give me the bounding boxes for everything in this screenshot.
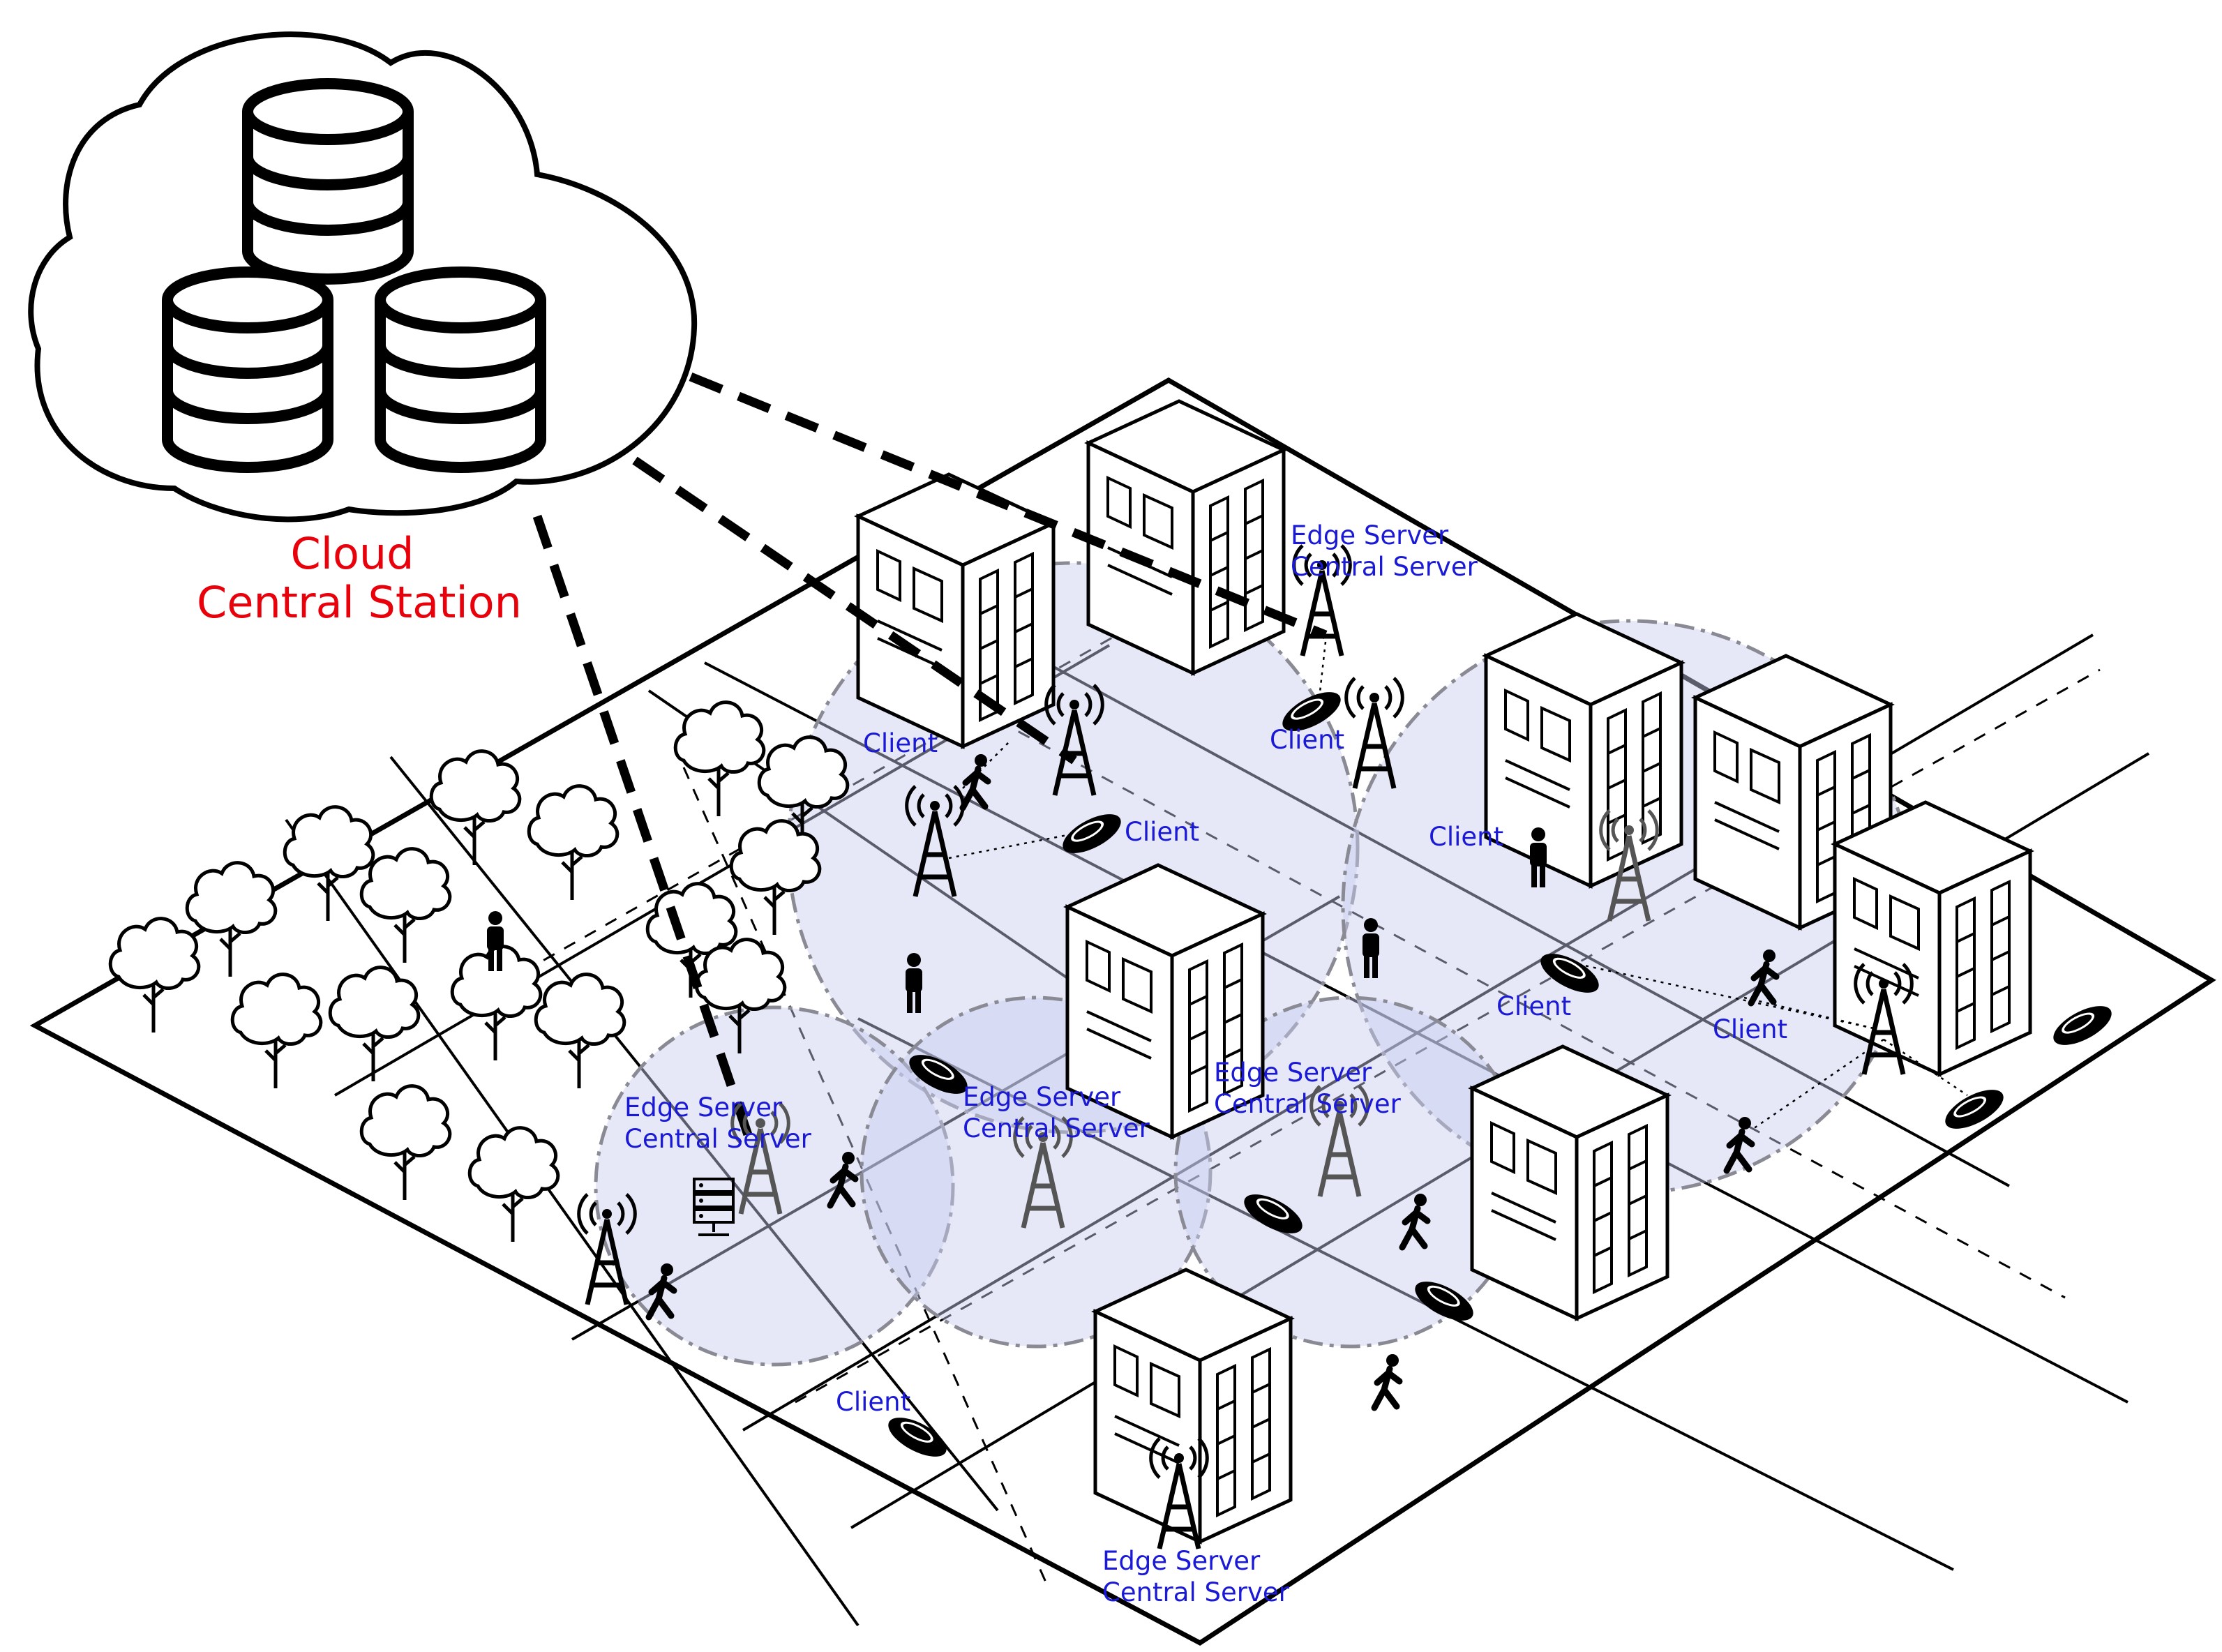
client-label: Client xyxy=(1496,991,1571,1021)
building-icon xyxy=(1835,802,2030,1074)
edge-server-labels: Edge Server Central Server Edge Server C… xyxy=(624,520,1478,1607)
cloud-title: Cloud xyxy=(290,528,414,579)
edge-label-line2: Central Server xyxy=(1102,1577,1290,1607)
edge-label-line1: Edge Server xyxy=(624,1092,783,1122)
client-labels: Client Client Client Client Client Clien… xyxy=(836,725,1787,1417)
edge-label-line1: Edge Server xyxy=(963,1082,1121,1112)
database-stack-icon xyxy=(162,78,546,473)
edge-label-line2: Central Server xyxy=(1214,1089,1402,1119)
edge-label-line2: Central Server xyxy=(1291,552,1478,582)
edge-label-line2: Central Server xyxy=(624,1124,812,1154)
building-icon xyxy=(1095,1270,1291,1542)
edge-label-line1: Edge Server xyxy=(1102,1546,1261,1576)
client-label: Client xyxy=(836,1387,910,1417)
client-label: Client xyxy=(1270,725,1344,755)
client-label: Client xyxy=(1713,1014,1787,1044)
cloud-central-station: Cloud Central Station xyxy=(28,31,698,628)
client-label: Client xyxy=(863,728,938,758)
building-icon xyxy=(1088,401,1284,673)
cloud-links xyxy=(532,372,1328,1153)
client-label: Client xyxy=(1125,817,1199,847)
edge-label-line1: Edge Server xyxy=(1291,520,1449,550)
edge-label-line1: Edge Server xyxy=(1214,1058,1372,1088)
edge-label-line2: Central Server xyxy=(963,1113,1150,1143)
building-icon xyxy=(858,474,1053,746)
server-rack-icon xyxy=(693,1178,735,1236)
building-icon xyxy=(1472,1046,1667,1319)
cloud-subtitle: Central Station xyxy=(197,577,522,628)
client-label: Client xyxy=(1429,822,1503,852)
